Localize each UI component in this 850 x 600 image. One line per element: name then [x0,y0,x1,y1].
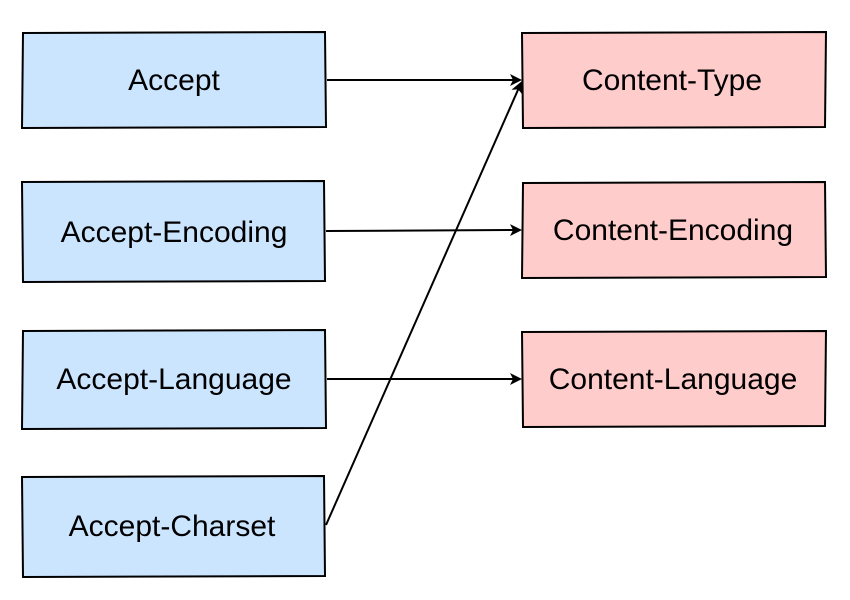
request-header-shape [20,30,328,130]
response-header-label: Content-Encoding [553,214,793,247]
arrow-accept-charset-to-content-type [325,81,523,526]
request-header-label: Accept-Language [56,363,291,396]
request-header-label: Accept [128,64,220,97]
response-header-shape [520,30,828,130]
request-header-shape [20,474,327,579]
response-header-box-content-encoding: Content-Encoding [520,180,828,280]
request-header-box-accept-language: Accept-Language [20,328,328,431]
response-header-box-content-type: Content-Type [520,30,828,130]
request-header-shape [20,328,328,431]
response-header-shape [520,329,828,429]
response-header-label: Content-Type [582,64,762,97]
request-header-box-accept-charset: Accept-Charset [20,474,327,579]
request-header-label: Accept-Charset [69,510,276,543]
response-header-label: Content-Language [549,363,798,396]
request-header-box-accept-encoding: Accept-Encoding [20,179,327,284]
response-header-box-content-language: Content-Language [520,329,828,429]
request-header-shape [20,179,327,284]
arrow-accept-encoding-to-content-encoding [325,224,522,237]
request-header-label: Accept-Encoding [61,216,288,249]
response-header-shape [520,180,828,280]
request-header-box-accept: Accept [20,30,328,130]
